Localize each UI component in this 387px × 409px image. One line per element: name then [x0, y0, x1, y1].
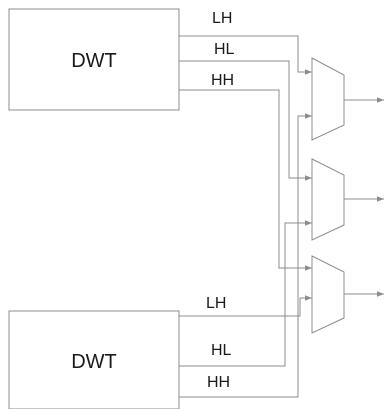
signal-label-bottom-hh: HH — [207, 374, 230, 391]
signal-label-top-hh: HH — [211, 72, 234, 89]
dwt-block-bottom-label: DWT — [71, 351, 117, 373]
dwt-block-top — [8, 8, 180, 111]
wire-top-lh — [179, 35, 312, 75]
dwt-block-bottom — [8, 310, 180, 409]
signal-label-bottom-lh: LH — [206, 295, 226, 312]
wire-top-hh — [179, 89, 312, 271]
signal-label-bottom-hl: HL — [211, 342, 232, 359]
wire-top-hl — [179, 60, 312, 181]
multiplexer-2 — [311, 158, 345, 241]
multiplexer-3 — [311, 255, 345, 334]
signal-label-top-lh: LH — [212, 10, 232, 27]
wire-bottom-lh — [179, 295, 312, 317]
dwt-block-top-label: DWT — [71, 50, 117, 72]
wire-bottom-hl — [179, 220, 312, 367]
signal-label-top-hl: HL — [214, 41, 235, 58]
multiplexer-1 — [311, 57, 345, 141]
wire-bottom-hh — [179, 113, 312, 398]
